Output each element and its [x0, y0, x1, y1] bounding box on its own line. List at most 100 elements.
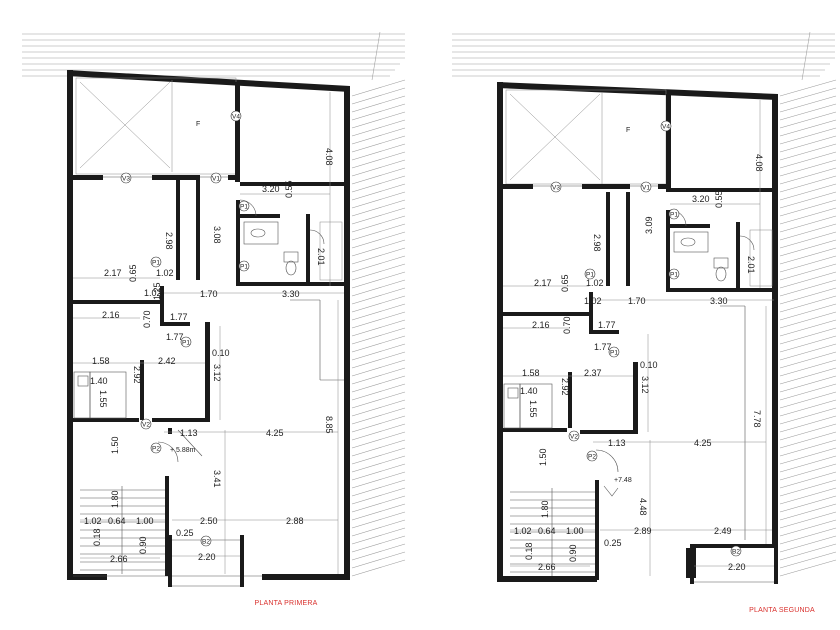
wall-v1	[228, 175, 240, 180]
dim-0-55: 0.55	[714, 190, 724, 208]
dim-2-01: 2.01	[316, 248, 326, 266]
wall-hall	[589, 292, 593, 332]
dim-3-12: 3.12	[640, 376, 650, 394]
bottom-wall-left	[497, 576, 597, 582]
tag-p1-bath: P1	[668, 208, 680, 220]
roof-hatch-right	[779, 79, 837, 577]
tag-p1-bath: P1	[238, 200, 250, 212]
svg-text:P1: P1	[152, 260, 160, 267]
door-swing-p2	[595, 449, 619, 473]
wall-room1	[606, 192, 610, 286]
dim-4-08: 4.08	[754, 154, 764, 172]
dim-0-64: 0.64	[108, 516, 126, 526]
dim-1-02-b: 1.02	[144, 288, 162, 298]
courtyard: F	[75, 77, 237, 175]
svg-text:V1: V1	[212, 176, 220, 183]
dim-0-70: 0.70	[142, 310, 152, 328]
tag-b2: B2	[200, 535, 212, 547]
svg-text:V2: V2	[570, 434, 578, 441]
wall-bath-top	[240, 182, 348, 186]
svg-text:P1: P1	[610, 350, 618, 357]
balcony	[686, 544, 778, 584]
tag-v1: V1	[210, 172, 222, 184]
tag-v2: V2	[568, 430, 580, 442]
dim-3-09: 3.09	[644, 216, 654, 234]
kitchen	[503, 383, 553, 429]
dim-2-98: 2.98	[592, 234, 602, 252]
roof-hatch-top	[22, 31, 405, 81]
courtyard: F	[505, 89, 667, 185]
plan-title-primera: PLANTA PRIMERA	[255, 600, 318, 607]
dim-3-20: 3.20	[692, 194, 710, 204]
plan-primera: F	[22, 31, 406, 607]
svg-text:P1: P1	[240, 264, 248, 271]
svg-text:P1: P1	[670, 212, 678, 219]
svg-text:P1: P1	[240, 204, 248, 211]
wall-room1	[176, 180, 180, 280]
dim-1-40: 1.40	[520, 386, 538, 396]
tag-p2: P2	[586, 450, 598, 462]
dim-2-92: 2.92	[132, 366, 142, 384]
wall-room1b	[196, 180, 200, 280]
dimension-lines	[73, 92, 344, 574]
dim-1-77-b: 1.77	[594, 342, 612, 352]
svg-text:B2: B2	[202, 539, 210, 546]
wall-kitchen-bottom	[73, 418, 139, 422]
left-wall	[497, 82, 503, 582]
tag-b2: B2	[730, 545, 742, 557]
wall-v3-right	[582, 184, 630, 189]
dim-0-70: 0.70	[562, 316, 572, 334]
svg-text:V1: V1	[642, 185, 650, 192]
tag-v3: V3	[550, 181, 562, 193]
dim-2-16: 2.16	[102, 310, 120, 320]
dim-3-12: 3.12	[212, 364, 222, 382]
dim-1-55: 1.55	[98, 390, 108, 408]
wall-kitchen-bottom	[503, 428, 567, 432]
dim-1-13: 1.13	[180, 428, 198, 438]
dim-0-10: 0.10	[212, 348, 230, 358]
dim-2-92: 2.92	[560, 378, 570, 396]
tag-v4: V4	[660, 120, 672, 132]
plan-title-segunda: PLANTA SEGUNDA	[749, 607, 815, 614]
dim-1-02-a: 1.02	[156, 268, 174, 278]
svg-text:P1: P1	[182, 340, 190, 347]
wall-v3-left	[503, 184, 533, 189]
bathroom-block	[236, 200, 348, 286]
dim-0-64: 0.64	[538, 526, 556, 536]
dim-0-25: 0.25	[604, 538, 622, 548]
svg-text:P2: P2	[588, 454, 596, 461]
dim-1-02-c: 1.02	[84, 516, 102, 526]
wall-bath-top	[671, 188, 775, 192]
dim-1-50: 1.50	[110, 436, 120, 454]
svg-text:V4: V4	[662, 124, 670, 131]
dim-2-16: 2.16	[532, 320, 550, 330]
dim-0-18: 0.18	[92, 528, 102, 546]
svg-text:F: F	[626, 127, 630, 134]
dim-4-25: 4.25	[694, 438, 712, 448]
dim-1-58: 1.58	[92, 356, 110, 366]
dim-7-78: 7.78	[752, 410, 762, 428]
stair-bottom	[80, 476, 169, 576]
dim-4-25: 4.25	[266, 428, 284, 438]
tag-v3: V3	[120, 172, 132, 184]
dim-2-37: 2.37	[584, 368, 602, 378]
dim-1-02-c: 1.02	[514, 526, 532, 536]
dim-3-30: 3.30	[710, 296, 728, 306]
dim-2-66: 2.66	[110, 554, 128, 564]
svg-text:P1: P1	[670, 272, 678, 279]
dim-2-49: 2.49	[714, 526, 732, 536]
svg-text:V3: V3	[552, 185, 560, 192]
tag-v2: V2	[140, 418, 152, 430]
svg-text:P2: P2	[152, 446, 160, 453]
tag-v1: V1	[640, 181, 652, 193]
dim-3-41: 3.41	[212, 470, 222, 488]
dim-2-98: 2.98	[164, 232, 174, 250]
svg-text:V2: V2	[142, 422, 150, 429]
dim-3-08: 3.08	[212, 226, 222, 244]
dim-4-48: 4.48	[638, 498, 648, 516]
dimension-lines	[503, 100, 774, 576]
dim-1-70: 1.70	[200, 289, 218, 299]
right-wall	[344, 86, 350, 580]
dim-2-20: 2.20	[198, 552, 216, 562]
dim-2-88: 2.88	[286, 516, 304, 526]
